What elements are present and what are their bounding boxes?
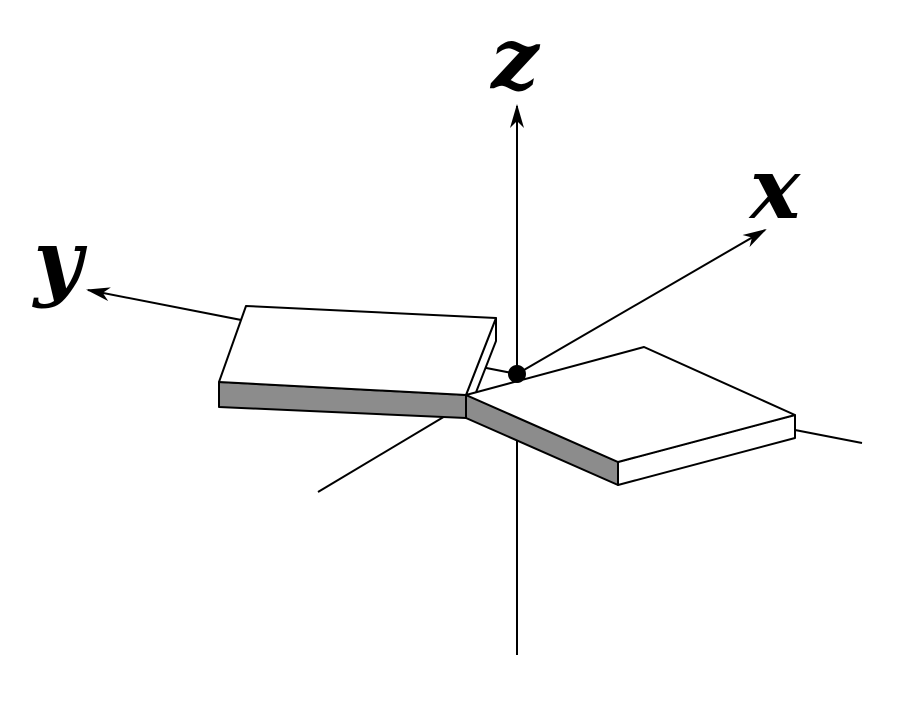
x-axis-label: x: [748, 139, 801, 238]
left-plate-top-face: [218, 305, 497, 396]
right-plate: [465, 346, 796, 486]
y-axis-label: y: [32, 211, 88, 310]
left-plate: [218, 305, 497, 419]
y-axis-negative-line: [794, 429, 863, 444]
right-plate-top-face: [465, 346, 796, 463]
origin-dot: [508, 365, 526, 383]
z-axis-label: z: [489, 9, 541, 108]
x-axis-line: [516, 228, 767, 375]
